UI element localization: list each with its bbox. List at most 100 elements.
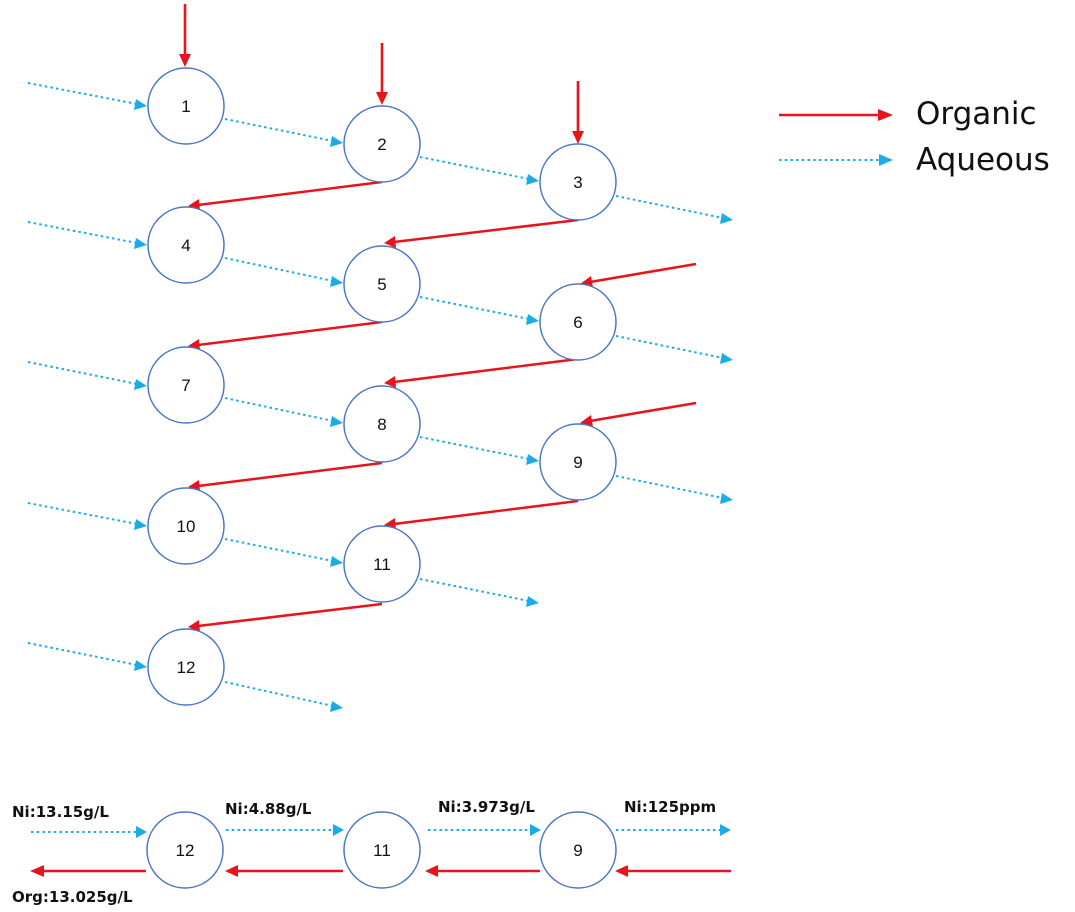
aqueous-out-3-head (720, 213, 733, 224)
organic-9-to-11 (393, 499, 579, 526)
stage-node-8: 8 (343, 385, 421, 463)
stage-label-2: 2 (377, 135, 386, 154)
stage-label-8: 8 (377, 415, 386, 434)
stage-node-9: 9 (539, 423, 617, 501)
aqueous-out-12-head (330, 701, 343, 712)
organic-6-to-8 (393, 357, 579, 384)
aqueous-2-to-3 (419, 156, 530, 180)
organic-2-to-4 (197, 180, 383, 207)
aqueous-feed-12 (27, 642, 138, 666)
summary-aq-12-11-head (333, 824, 344, 836)
summary-org-feed-head (615, 865, 628, 877)
stage-label-9: 9 (573, 453, 582, 472)
stage-node-12: 12 (147, 628, 225, 706)
organic-3-to-5-head (384, 236, 396, 248)
summary-org-11-12-head (225, 865, 238, 877)
organic-feed-6 (589, 262, 697, 284)
aqueous-feed-7-head (134, 379, 147, 390)
aqueous-5-to-6 (419, 296, 530, 320)
stage-label-7: 7 (181, 376, 190, 395)
organic-feed-1-head (179, 54, 191, 67)
summary-org-9-11-head (425, 865, 438, 877)
stage-label-10: 10 (177, 517, 196, 536)
aqueous-out-9 (615, 475, 724, 499)
aqueous-4-to-5-head (330, 276, 343, 287)
aqueous-feed-10-head (134, 519, 147, 530)
aqueous-feed-4-head (134, 238, 147, 249)
summary-org-out-head (30, 865, 44, 877)
aqueous-10-to-11 (224, 538, 334, 562)
aqueous-out-11-head (526, 596, 539, 607)
legend-organic-head (878, 109, 893, 121)
stage-nodes: 1 2 3 4 5 6 7 8 (147, 67, 617, 706)
stage-node-3: 3 (539, 143, 617, 221)
stage-node-7: 7 (147, 346, 225, 424)
stage-node-5: 5 (343, 245, 421, 323)
aqueous-1-to-2 (224, 118, 334, 142)
summary-aq-feed-label: Ni:13.15g/L (12, 803, 109, 821)
aqueous-feed-12-head (134, 660, 147, 671)
aqueous-out-12 (224, 681, 334, 707)
aqueous-feed-4 (27, 221, 138, 244)
summary-flow: 12 11 9 Ni:13.15g/L Ni:4.88g/L Ni:3.973g… (12, 798, 731, 906)
stage-node-1: 1 (147, 67, 225, 145)
aqueous-out-6 (615, 335, 724, 359)
aqueous-feed-1 (27, 82, 138, 105)
organic-11-to-12-head (188, 620, 200, 632)
legend: Organic Aqueous (779, 96, 1050, 178)
aqueous-2-to-3-head (526, 174, 539, 185)
aqueous-out-9-head (720, 493, 733, 504)
stage-node-10: 10 (147, 487, 225, 565)
organic-8-to-10 (197, 461, 383, 488)
legend-organic-label: Organic (916, 96, 1037, 132)
stage-label-5: 5 (377, 275, 386, 294)
organic-6-to-8-head (384, 376, 396, 388)
summary-node-11: 11 (343, 811, 421, 889)
summary-node-label-12: 12 (176, 841, 195, 860)
aqueous-7-to-8-head (330, 416, 343, 427)
summary-node-label-9: 9 (573, 841, 582, 860)
summary-aq-out-head (720, 824, 731, 836)
organic-5-to-7 (197, 320, 383, 347)
stage-label-6: 6 (573, 313, 582, 332)
stage-label-1: 1 (181, 97, 190, 116)
aqueous-1-to-2-head (330, 136, 343, 147)
aqueous-8-to-9 (419, 436, 530, 460)
summary-node-label-11: 11 (373, 841, 391, 860)
aqueous-5-to-6-head (526, 314, 539, 325)
stage-node-11: 11 (343, 525, 421, 603)
summary-aq-11-9-head (530, 824, 541, 836)
summary-org-out-label: Org:13.025g/L (12, 888, 133, 906)
stage-label-12: 12 (177, 658, 196, 677)
organic-feed-2-head (376, 92, 388, 105)
aqueous-4-to-5 (224, 257, 334, 282)
summary-node-12: 12 (146, 811, 224, 889)
aqueous-feed-10 (27, 502, 138, 525)
organic-3-to-5 (393, 218, 579, 244)
stage-node-4: 4 (147, 206, 225, 284)
stage-node-6: 6 (539, 283, 617, 361)
summary-node-9: 9 (539, 811, 617, 889)
aqueous-out-11 (419, 578, 530, 602)
organic-feed-9 (589, 401, 697, 423)
stage-label-3: 3 (573, 173, 582, 192)
aqueous-8-to-9-head (526, 454, 539, 465)
stage-label-11: 11 (373, 555, 391, 574)
summary-aq-after-11-label: Ni:3.973g/L (438, 798, 535, 816)
aqueous-feed-1-head (134, 99, 147, 110)
summary-aq-feed-head (136, 826, 147, 838)
organic-11-to-12 (197, 602, 383, 628)
legend-aqueous-head (879, 154, 893, 166)
organic-flows (179, 4, 697, 632)
stage-node-2: 2 (343, 105, 421, 183)
aqueous-feed-7 (27, 361, 138, 385)
aqueous-flows (27, 82, 733, 712)
legend-aqueous-label: Aqueous (916, 142, 1050, 178)
stage-label-4: 4 (181, 236, 190, 255)
aqueous-7-to-8 (224, 397, 334, 422)
aqueous-10-to-11-head (330, 556, 343, 567)
summary-aq-out-label: Ni:125ppm (624, 798, 716, 816)
aqueous-out-6-head (720, 353, 733, 364)
summary-aq-after-12-label: Ni:4.88g/L (225, 800, 312, 818)
